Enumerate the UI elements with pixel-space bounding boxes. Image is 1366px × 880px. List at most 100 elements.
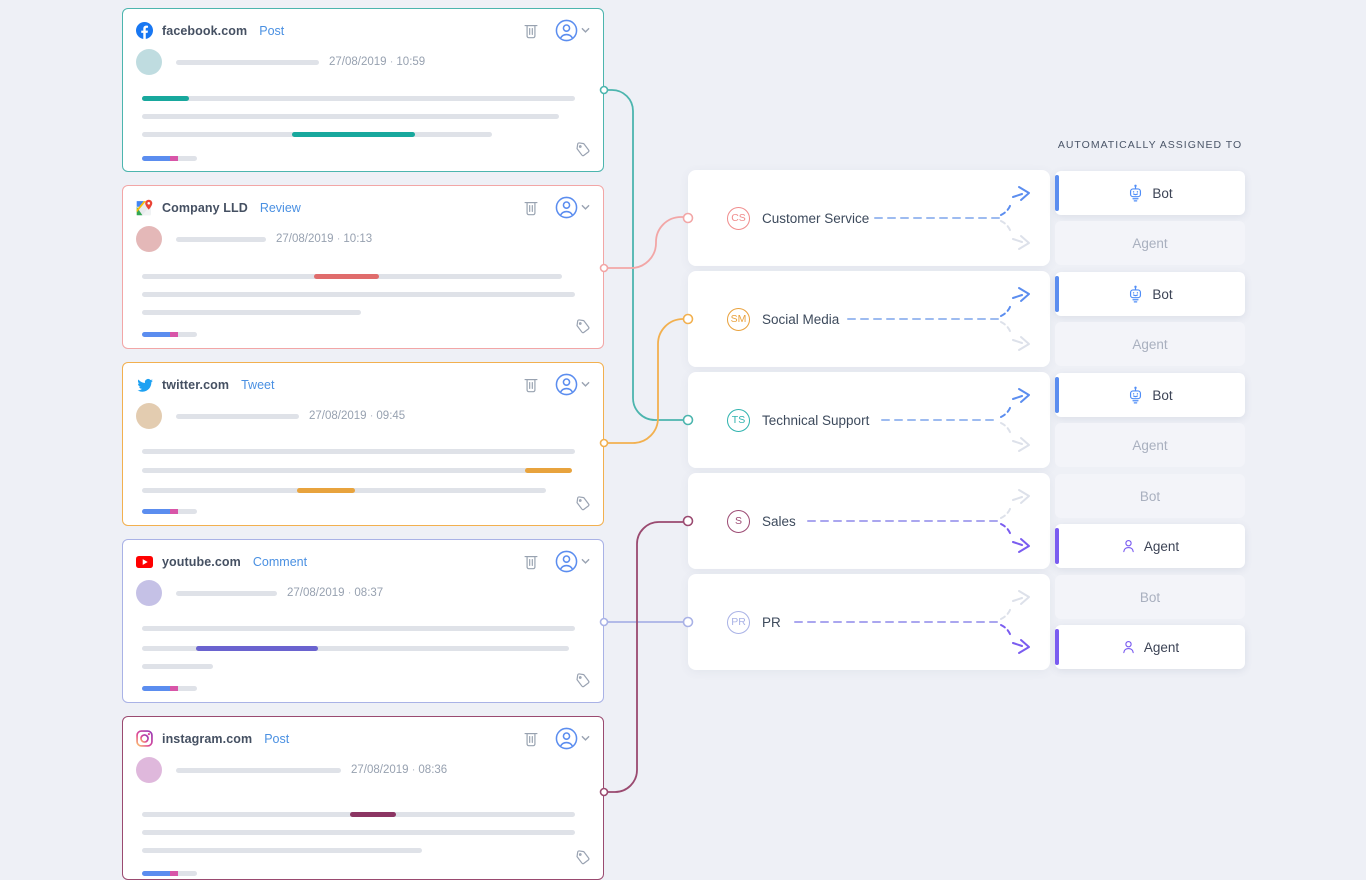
tag-icon[interactable] xyxy=(574,495,591,517)
assign-option-bot[interactable]: Bot xyxy=(1055,575,1245,619)
assigned-column-header: AUTOMATICALLY ASSIGNED TO xyxy=(1057,139,1243,151)
post-card-header: facebook.com Post xyxy=(123,9,603,42)
post-type-link[interactable]: Tweet xyxy=(241,377,275,392)
category-card[interactable]: TS Technical Support xyxy=(688,372,1050,468)
category-card[interactable]: CS Customer Service xyxy=(688,170,1050,266)
assign-option-agent[interactable]: Agent xyxy=(1055,625,1245,669)
chevron-down-icon[interactable] xyxy=(581,558,590,565)
assign-option-agent[interactable]: Agent xyxy=(1055,423,1245,467)
active-accent-bar xyxy=(1055,175,1059,211)
post-datetime: 27/08/2019·08:36 xyxy=(351,764,447,776)
post-date: 27/08/2019 xyxy=(309,410,367,422)
chevron-down-icon[interactable] xyxy=(581,735,590,742)
delete-icon[interactable] xyxy=(523,199,539,216)
post-type-link[interactable]: Post xyxy=(264,731,290,746)
post-source-label: facebook.com xyxy=(162,23,248,38)
assign-option-label: Bot xyxy=(1139,488,1161,504)
routing-diagram: facebook.com Post 27/08/2019·10:59 Compa… xyxy=(122,8,1245,880)
robot-icon xyxy=(1127,184,1144,203)
post-time: 09:45 xyxy=(376,410,406,422)
assign-option-label: Agent xyxy=(1143,639,1180,655)
category-label: Sales xyxy=(762,513,796,529)
youtube-icon xyxy=(136,553,153,570)
mini-bar-segment xyxy=(142,156,170,161)
post-type-link[interactable]: Post xyxy=(259,23,285,38)
mini-bar-segment xyxy=(178,156,197,161)
avatar xyxy=(136,49,162,75)
post-card-header: youtube.com Comment xyxy=(123,540,603,573)
text-skeleton-line xyxy=(142,664,213,669)
delete-icon[interactable] xyxy=(523,376,539,393)
post-card-header: instagram.com Post xyxy=(123,717,603,750)
assign-option-bot[interactable]: Bot xyxy=(1055,373,1245,417)
author-name-placeholder xyxy=(176,767,341,773)
tag-icon[interactable] xyxy=(574,672,591,694)
assign-option-label: Bot xyxy=(1139,589,1161,605)
delete-icon[interactable] xyxy=(523,553,539,570)
post-card-header: Company LLD Review xyxy=(123,186,603,219)
chevron-down-icon[interactable] xyxy=(581,381,590,388)
mini-bar-segment xyxy=(178,686,197,691)
highlighted-text-segment xyxy=(196,646,318,651)
delete-icon[interactable] xyxy=(523,22,539,39)
post-date: 27/08/2019 xyxy=(329,56,387,68)
post-type-link[interactable]: Comment xyxy=(252,554,308,569)
post-time: 10:13 xyxy=(343,233,373,245)
assign-option-label: Bot xyxy=(1152,387,1173,403)
post-card-header: twitter.com Tweet xyxy=(123,363,603,396)
assign-user-icon[interactable] xyxy=(555,19,578,42)
post-time: 08:37 xyxy=(354,587,384,599)
agent-icon xyxy=(1121,538,1136,554)
delete-icon[interactable] xyxy=(523,730,539,747)
text-skeleton-line xyxy=(142,114,559,119)
assign-user-icon[interactable] xyxy=(555,727,578,750)
assign-option-agent[interactable]: Agent xyxy=(1055,322,1245,366)
chevron-down-icon[interactable] xyxy=(581,27,590,34)
text-skeleton-line xyxy=(142,274,562,279)
post-card: twitter.com Tweet 27/08/2019·09:45 xyxy=(122,362,604,526)
category-label: Customer Service xyxy=(762,210,870,226)
text-skeleton-line xyxy=(142,848,422,853)
text-skeleton-line xyxy=(142,646,569,651)
chevron-down-icon[interactable] xyxy=(581,204,590,211)
assign-option-agent[interactable]: Agent xyxy=(1055,524,1245,568)
category-card[interactable]: SM Social Media xyxy=(688,271,1050,367)
tag-icon[interactable] xyxy=(574,849,591,871)
assign-user-icon[interactable] xyxy=(555,550,578,573)
text-skeleton-line xyxy=(142,449,575,454)
category-label: Technical Support xyxy=(762,412,870,428)
post-source-label: twitter.com xyxy=(162,377,230,392)
category-card[interactable]: S Sales xyxy=(688,473,1050,569)
assign-option-bot[interactable]: Bot xyxy=(1055,272,1245,316)
tag-icon[interactable] xyxy=(574,318,591,340)
category-card[interactable]: PR PR xyxy=(688,574,1050,670)
post-source-label: youtube.com xyxy=(162,554,241,569)
post-datetime: 27/08/2019·10:13 xyxy=(276,233,372,245)
date-time-separator: · xyxy=(347,587,352,599)
highlighted-text-segment xyxy=(525,468,572,473)
text-skeleton-line xyxy=(142,310,361,315)
author-name-placeholder xyxy=(176,590,277,596)
post-type-link[interactable]: Review xyxy=(259,200,301,215)
date-time-separator: · xyxy=(369,410,374,422)
post-date: 27/08/2019 xyxy=(351,764,409,776)
robot-icon xyxy=(1127,285,1144,304)
sentiment-mini-bar xyxy=(142,871,197,876)
assign-option-agent[interactable]: Agent xyxy=(1055,221,1245,265)
avatar xyxy=(136,580,162,606)
instagram-icon xyxy=(136,730,153,747)
assign-user-icon[interactable] xyxy=(555,373,578,396)
highlighted-text-segment xyxy=(350,812,396,817)
robot-icon xyxy=(1127,386,1144,405)
assign-option-label: Agent xyxy=(1132,235,1168,251)
text-skeleton-line xyxy=(142,626,575,631)
mini-bar-segment xyxy=(170,686,178,691)
sentiment-mini-bar xyxy=(142,332,197,337)
post-time: 08:36 xyxy=(418,764,448,776)
assign-option-bot[interactable]: Bot xyxy=(1055,171,1245,215)
assign-user-icon[interactable] xyxy=(555,196,578,219)
date-time-separator: · xyxy=(336,233,341,245)
assign-option-bot[interactable]: Bot xyxy=(1055,474,1245,518)
assign-option-label: Bot xyxy=(1152,185,1173,201)
tag-icon[interactable] xyxy=(574,141,591,163)
